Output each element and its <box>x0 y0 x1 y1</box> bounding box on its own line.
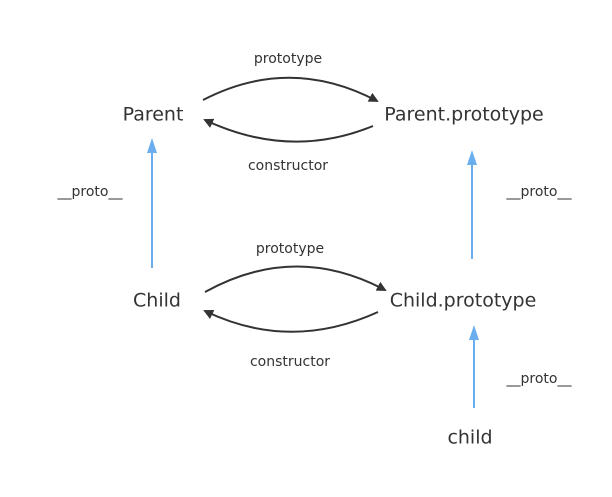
label-parent-constructor: constructor <box>247 158 329 174</box>
node-parent-prototype: Parent.prototype <box>384 103 544 126</box>
label-child-prototype: prototype <box>255 241 325 257</box>
edge-instance-proto-arrowhead <box>469 325 479 340</box>
node-child-prototype: Child.prototype <box>389 289 537 312</box>
node-child-instance: child <box>447 426 493 449</box>
label-child-proto: __proto__ <box>57 184 123 200</box>
edge-parent-constructor <box>203 118 374 143</box>
label-instance-proto: __proto__ <box>506 371 572 387</box>
label-child-prototype-proto: __proto__ <box>506 184 572 200</box>
edge-child-prototype-proto-arrowhead <box>467 150 477 165</box>
edge-child-proto-arrowhead <box>147 138 157 153</box>
node-child: Child <box>133 289 181 312</box>
edge-child-prototype <box>204 265 387 293</box>
label-parent-prototype: prototype <box>253 51 323 67</box>
label-child-constructor: constructor <box>249 354 331 370</box>
node-parent: Parent <box>122 103 184 126</box>
edge-parent-prototype <box>202 76 379 102</box>
edge-child-constructor <box>203 309 379 333</box>
